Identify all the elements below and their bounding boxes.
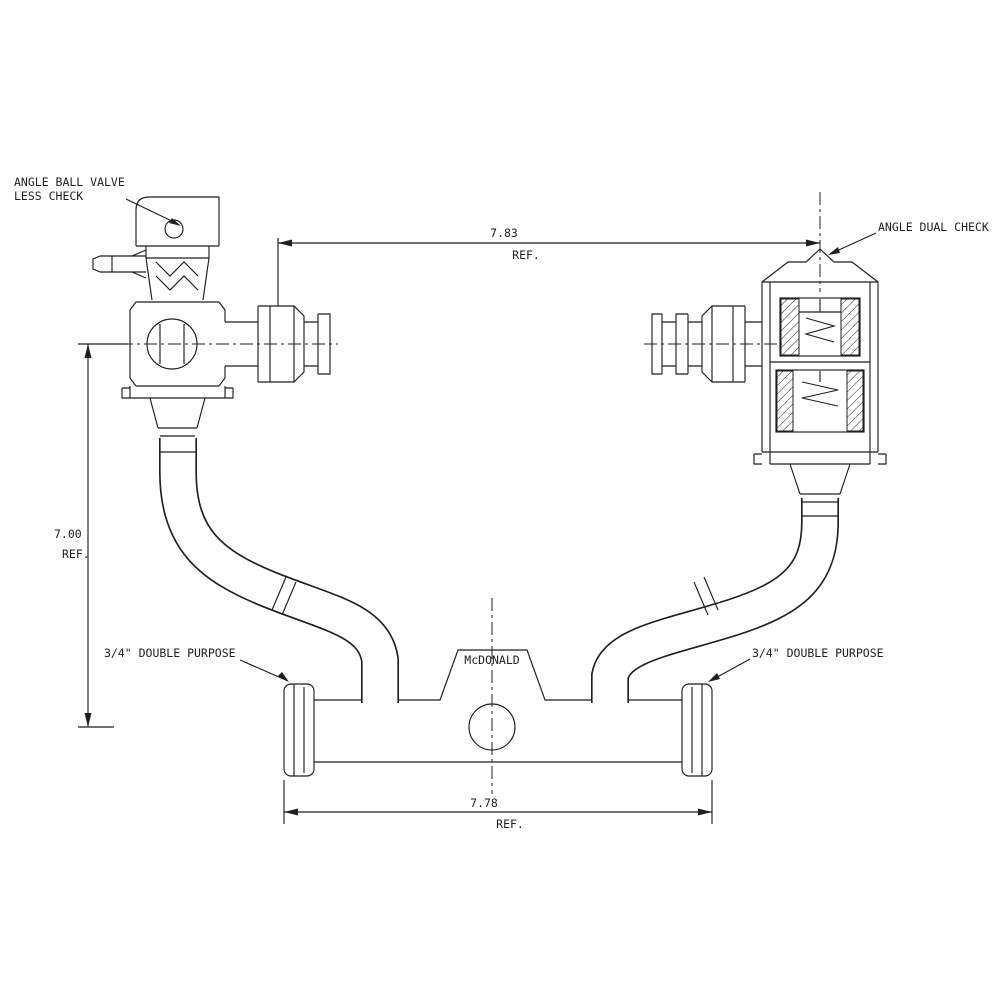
brand-text: McDONALD — [464, 653, 519, 667]
bottom-dim-ref: REF. — [496, 817, 524, 831]
upper-check-poppet — [799, 299, 841, 343]
leader-arrow-angle-ball-valve — [169, 218, 181, 226]
left-tube-bore — [160, 438, 398, 703]
dimension-top: 7.83 REF. — [277, 226, 820, 306]
lower-check-hatch-left — [776, 370, 794, 432]
callout-double-purpose-left: 3/4" DOUBLE PURPOSE — [104, 646, 289, 682]
callout-double-purpose-right: 3/4" DOUBLE PURPOSE — [708, 646, 884, 682]
left-valve-base — [121, 386, 234, 453]
connector-tubes — [159, 438, 839, 703]
left-dim-arrow-top — [84, 344, 92, 358]
callout-angle-dual-check: ANGLE DUAL CHECK — [828, 220, 989, 255]
ball-bore — [159, 324, 185, 364]
leader-double-purpose-left — [239, 659, 289, 682]
leader-arrow-angle-dual-check — [828, 247, 840, 255]
upper-check-hatch-right — [840, 298, 860, 356]
leader-arrow-double-purpose-left — [278, 672, 289, 682]
dual-check-body — [761, 282, 879, 453]
left-flange — [283, 683, 315, 777]
bottom-yoke-bar: McDONALD — [271, 576, 719, 794]
left-flange-lines — [293, 684, 305, 776]
label-angle-ball-valve-line1: ANGLE BALL VALVE — [14, 175, 125, 189]
left-dim-arrow-bottom — [84, 713, 92, 727]
lower-check-poppet — [801, 371, 839, 407]
label-angle-dual-check: ANGLE DUAL CHECK — [878, 220, 989, 234]
upper-check-cartridge — [779, 297, 861, 357]
callout-angle-ball-valve: ANGLE BALL VALVE LESS CHECK — [14, 175, 181, 226]
right-tube-bore — [592, 498, 838, 703]
packing-zigzag — [155, 261, 199, 291]
upper-check-hatch-left — [780, 298, 800, 356]
dual-check-cap — [761, 248, 879, 283]
right-valve-base — [753, 452, 887, 517]
top-dim-arrow-left — [278, 239, 292, 247]
right-tube-joint-ticks — [693, 576, 719, 616]
bottom-dim-arrow-left — [284, 808, 298, 816]
label-angle-ball-valve-line2: LESS CHECK — [14, 189, 83, 203]
left-dim-ref: REF. — [62, 547, 90, 561]
top-dim-value: 7.83 — [490, 226, 518, 240]
left-valve-assembly — [92, 196, 338, 453]
top-dim-ref: REF. — [512, 248, 540, 262]
label-double-purpose-right: 3/4" DOUBLE PURPOSE — [752, 646, 884, 660]
dimension-bottom: 7.78 REF. — [283, 780, 713, 831]
label-double-purpose-left: 3/4" DOUBLE PURPOSE — [104, 646, 236, 660]
left-tube-joint-ticks — [271, 576, 297, 616]
right-flange-lines — [691, 684, 703, 776]
mounting-bracket — [135, 196, 220, 247]
top-dim-arrow-right — [806, 239, 820, 247]
bottom-dim-arrow-right — [698, 808, 712, 816]
left-dim-value: 7.00 — [54, 527, 82, 541]
leader-arrow-double-purpose-right — [708, 673, 720, 682]
valve-bonnet — [145, 246, 210, 301]
lower-check-cartridge — [775, 369, 865, 433]
leader-angle-ball-valve — [125, 198, 179, 225]
inlet-spout — [92, 249, 147, 279]
right-flange — [681, 683, 713, 777]
bottom-dim-value: 7.78 — [470, 796, 498, 810]
lower-check-hatch-right — [846, 370, 864, 432]
right-valve-assembly — [644, 192, 887, 517]
dimension-left: 7.00 REF. — [54, 343, 128, 728]
